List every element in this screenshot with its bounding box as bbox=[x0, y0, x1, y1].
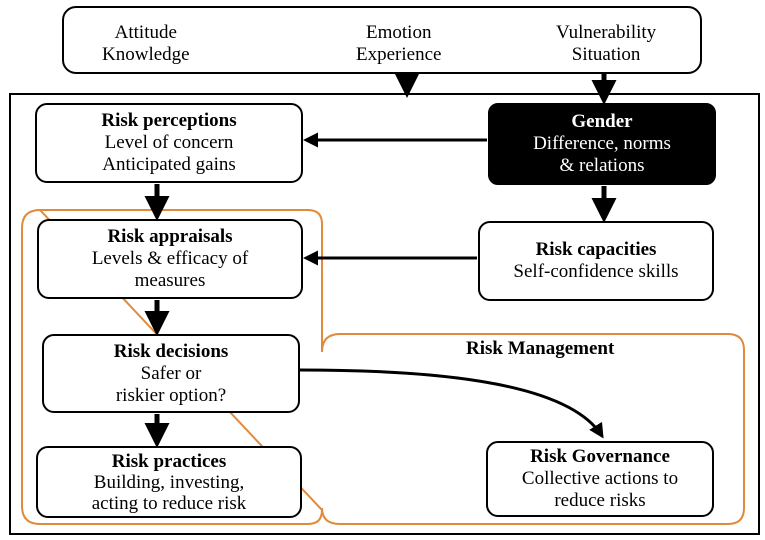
risk-decisions-line-2: riskier option? bbox=[115, 384, 227, 406]
risk-management-right-region bbox=[321, 333, 745, 525]
risk-practices-box: Risk practices Building, investing, acti… bbox=[36, 446, 302, 518]
factor-knowledge: Knowledge bbox=[102, 44, 190, 65]
risk-perceptions-title: Risk perceptions bbox=[101, 110, 237, 131]
risk-governance-line-2: reduce risks bbox=[554, 490, 646, 511]
risk-appraisals-line-2: measures bbox=[134, 270, 206, 291]
risk-perceptions-line-1: Level of concern bbox=[104, 132, 234, 153]
outer-frame bbox=[9, 93, 760, 535]
risk-governance-box: Risk Governance Collective actions to re… bbox=[486, 441, 714, 517]
factor-emotion: Emotion bbox=[366, 22, 432, 43]
factor-emotion-experience: Emotion Experience bbox=[356, 22, 441, 66]
influencing-factors-box: Attitude Knowledge Emotion Experience Vu… bbox=[62, 6, 702, 74]
risk-perceptions-box: Risk perceptions Level of concern Antici… bbox=[35, 103, 303, 183]
factor-experience: Experience bbox=[356, 44, 442, 65]
gender-box: Gender Difference, norms & relations bbox=[488, 103, 716, 185]
factor-vulnerability: Vulnerability bbox=[556, 22, 657, 43]
gender-title: Gender bbox=[571, 111, 633, 132]
gender-line-2: & relations bbox=[559, 155, 645, 176]
factor-attitude: Attitude bbox=[114, 22, 177, 43]
arrow-decisions-to-governance bbox=[299, 368, 604, 439]
risk-perceptions-line-2: Anticipated gains bbox=[102, 154, 236, 175]
risk-decisions-box: Risk decisions Safer or riskier option? bbox=[42, 334, 300, 413]
factor-vulnerability-situation: Vulnerability Situation bbox=[556, 22, 656, 66]
risk-capacities-title: Risk capacities bbox=[535, 239, 657, 260]
risk-decisions-line-1: Safer or bbox=[140, 362, 202, 384]
risk-decisions-title: Risk decisions bbox=[113, 340, 229, 362]
factor-attitude-knowledge: Attitude Knowledge bbox=[102, 22, 190, 66]
risk-practices-title: Risk practices bbox=[111, 450, 227, 472]
risk-capacities-line-1: Self-confidence skills bbox=[513, 261, 679, 282]
risk-practices-line-1: Building, investing, bbox=[93, 471, 245, 493]
risk-governance-title: Risk Governance bbox=[530, 446, 670, 467]
risk-appraisals-title: Risk appraisals bbox=[107, 226, 233, 247]
risk-management-left-region bbox=[21, 208, 324, 525]
risk-appraisals-line-1: Levels & efficacy of bbox=[91, 248, 249, 269]
gender-line-1: Difference, norms bbox=[533, 133, 671, 154]
risk-management-label: Risk Management bbox=[466, 338, 615, 359]
risk-governance-line-1: Collective actions to bbox=[521, 468, 679, 489]
risk-practices-line-2: acting to reduce risk bbox=[91, 492, 247, 514]
risk-appraisals-box: Risk appraisals Levels & efficacy of mea… bbox=[37, 219, 303, 299]
factor-situation: Situation bbox=[571, 44, 641, 65]
risk-capacities-box: Risk capacities Self-confidence skills bbox=[478, 221, 714, 301]
